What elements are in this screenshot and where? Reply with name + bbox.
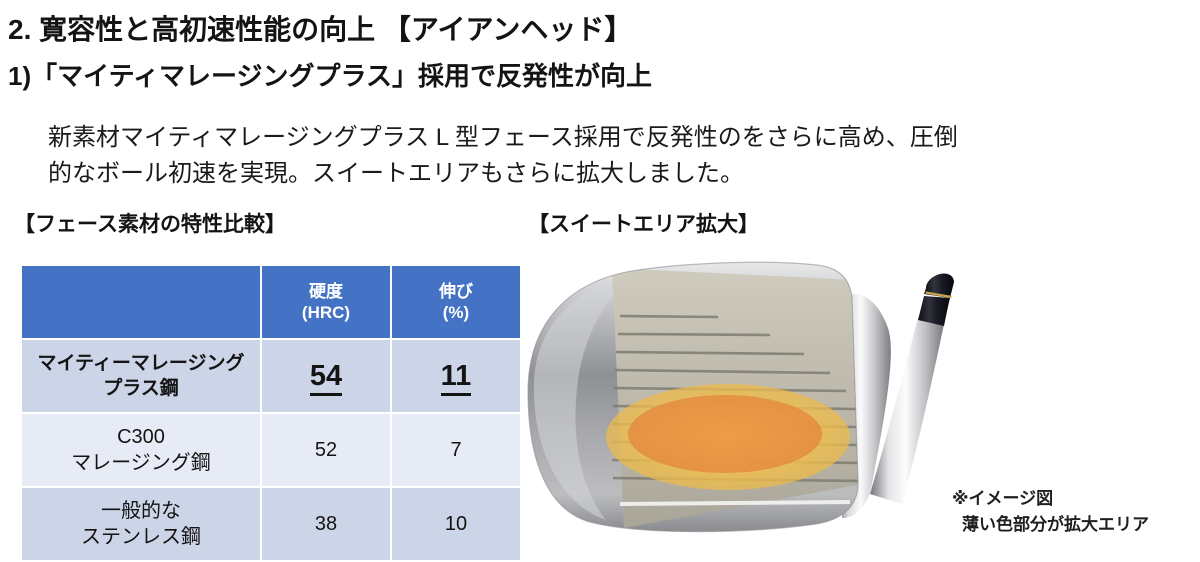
figure-note-line1: ※イメージ図 xyxy=(952,489,1054,508)
body-paragraph-line-1: 新素材マイティマレージングプラス L 型フェース採用で反発性のをさらに高め、圧倒 xyxy=(48,124,958,151)
page-heading-primary: 2. 寛容性と高初速性能の向上 【アイアンヘッド】 xyxy=(8,14,633,45)
table-row: C300 マレージング鋼 52 7 xyxy=(22,414,520,486)
table-body: マイティーマレージング プラス鋼 54 11 C300 マレージング鋼 52 7 xyxy=(22,340,520,560)
page-heading-secondary: 1)「マイティマレージングプラス」採用で反発性が向上 xyxy=(8,61,652,91)
table-header-elongation-line2: (%) xyxy=(442,303,470,322)
table-cell-hardness: 38 xyxy=(262,488,390,560)
material-name-line2: マレージング鋼 xyxy=(71,452,211,474)
table-header-hardness-line2: (HRC) xyxy=(301,303,351,322)
section-label-material-comparison: 【フェース素材の特性比較】 xyxy=(14,213,286,236)
material-name-line1: C300 xyxy=(117,426,165,448)
sweet-area-inner-ellipse xyxy=(628,395,822,473)
section-label-sweet-area: 【スイートエリア拡大】 xyxy=(528,213,759,236)
ferrule-gold-band xyxy=(925,291,952,299)
sole-highlight xyxy=(619,500,851,506)
material-name-line1: 一般的な xyxy=(101,500,181,522)
figure-note: ※イメージ図 薄い色部分が拡大エリア xyxy=(952,486,1149,538)
club-head xyxy=(527,261,859,533)
table-cell-hardness: 54 xyxy=(262,340,390,412)
table-cell-material-name: マイティーマレージング プラス鋼 xyxy=(22,340,260,412)
table-cell-elongation: 10 xyxy=(392,488,520,560)
hardness-value: 54 xyxy=(309,360,343,396)
body-paragraph-line-2: 的なボール初速を実現。スイートエリアもさらに拡大しました。 xyxy=(48,160,744,187)
body-paragraph: 新素材マイティマレージングプラス L 型フェース採用で反発性のをさらに高め、圧倒… xyxy=(48,120,1178,192)
table-cell-hardness: 52 xyxy=(262,414,390,486)
material-comparison-table-wrapper: 硬度 (HRC) 伸び (%) マイティーマレージング プラス鋼 54 xyxy=(20,264,520,562)
table-header-hardness-line1: 硬度 xyxy=(309,282,343,301)
figure-note-line2: 薄い色部分が拡大エリア xyxy=(962,515,1149,534)
table-cell-elongation: 7 xyxy=(392,414,520,486)
table-row: マイティーマレージング プラス鋼 54 11 xyxy=(22,340,520,412)
table-header-elongation-line1: 伸び xyxy=(439,282,473,301)
elongation-value: 11 xyxy=(440,360,472,396)
table-cell-material-name: C300 マレージング鋼 xyxy=(22,414,260,486)
table-cell-material-name: 一般的な ステンレス鋼 xyxy=(22,488,260,560)
table-header-hardness: 硬度 (HRC) xyxy=(262,266,390,338)
table-header-row: 硬度 (HRC) 伸び (%) xyxy=(22,266,520,338)
table-row: 一般的な ステンレス鋼 38 10 xyxy=(22,488,520,560)
table-head: 硬度 (HRC) 伸び (%) xyxy=(22,266,520,338)
golf-iron-figure xyxy=(520,232,990,560)
club-shaft xyxy=(870,273,954,504)
material-comparison-table: 硬度 (HRC) 伸び (%) マイティーマレージング プラス鋼 54 xyxy=(20,264,522,562)
golf-iron-illustration xyxy=(527,261,954,533)
material-name-line1: マイティーマレージング xyxy=(37,353,245,374)
table-header-elongation: 伸び (%) xyxy=(392,266,520,338)
material-name-line2: ステンレス鋼 xyxy=(81,526,201,548)
table-cell-elongation: 11 xyxy=(392,340,520,412)
table-header-blank xyxy=(22,266,260,338)
material-name-line2: プラス鋼 xyxy=(103,378,179,399)
